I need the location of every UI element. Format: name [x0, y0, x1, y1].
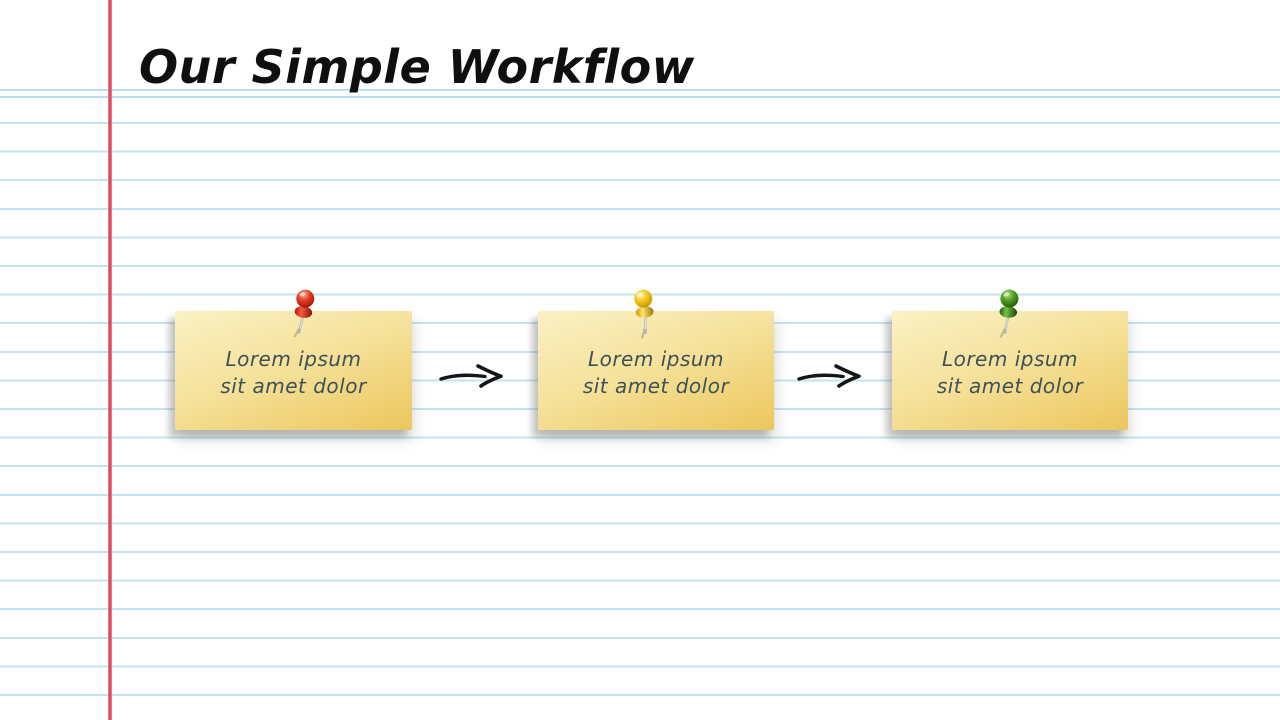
arrow-icon [797, 364, 861, 388]
note-text-line: Lorem ipsum [941, 346, 1079, 371]
slide-title: Our Simple Workflow [139, 40, 695, 94]
note-text: Lorem ipsum sit amet dolor [583, 342, 729, 400]
note-text-line: sit amet dolor [936, 373, 1084, 398]
pushpin-red-icon [292, 289, 314, 338]
note-text-line: sit amet dolor [220, 373, 367, 398]
note-text-line: sit amet dolor [582, 373, 730, 398]
note-text-line: Lorem ipsum [587, 346, 725, 371]
margin-line [108, 0, 112, 720]
sticky-note-2: Lorem ipsum sit amet dolor [538, 289, 774, 430]
sticky-note-1: Lorem ipsum sit amet dolor [175, 289, 412, 430]
note-text: Lorem ipsum sit amet dolor [220, 342, 366, 400]
note-text: Lorem ipsum sit amet dolor [937, 342, 1083, 400]
header-rule-line [0, 89, 1280, 91]
sticky-note-3: Lorem ipsum sit amet dolor [892, 289, 1128, 430]
note-text-line: Lorem ipsum [225, 346, 362, 371]
arrow-icon [439, 364, 503, 388]
header-rule-line [0, 96, 1280, 98]
pushpin-yellow-icon [634, 289, 654, 339]
pushpin-green-icon [999, 289, 1019, 338]
